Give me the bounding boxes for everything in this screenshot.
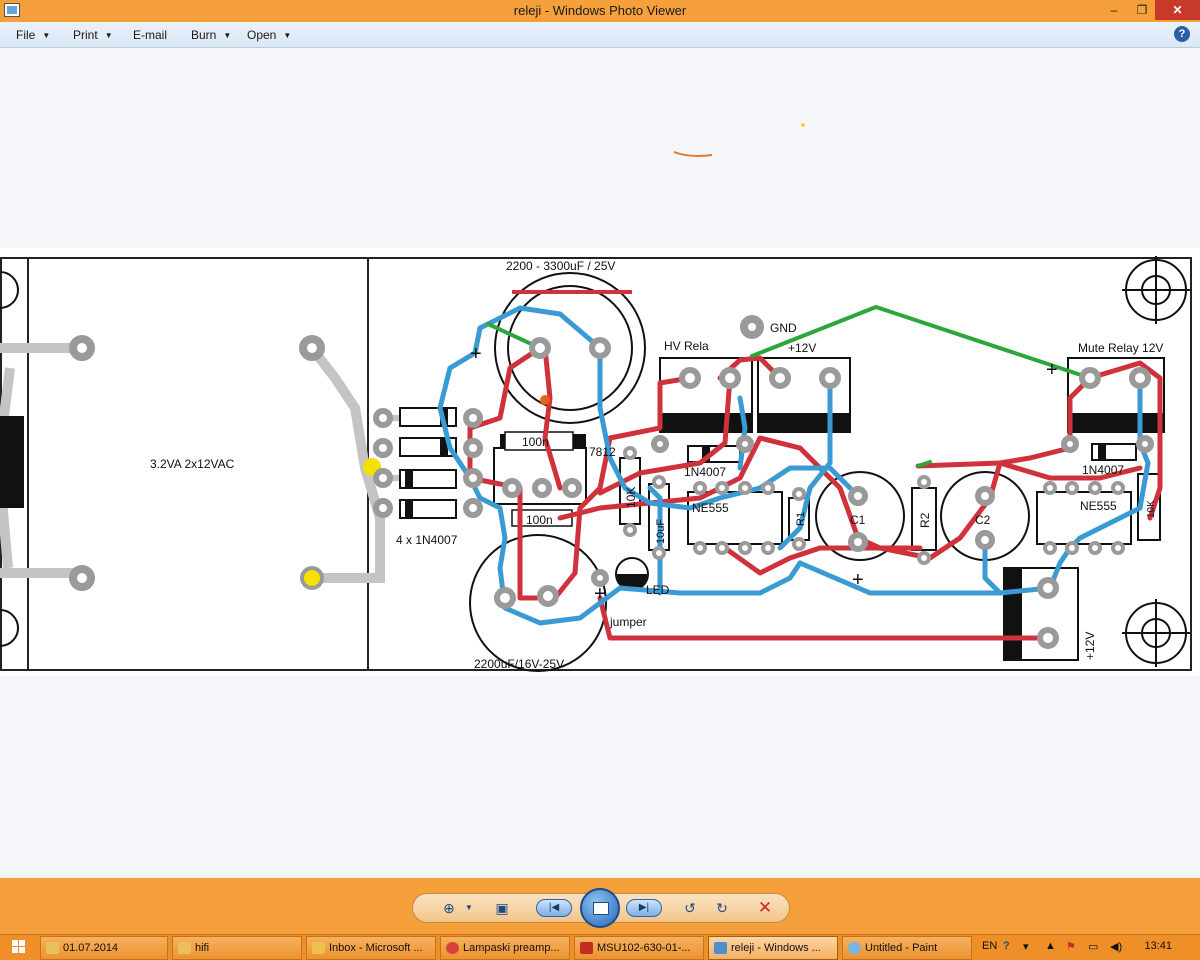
plus-sign-cap-top: + (470, 343, 482, 365)
label-cap-10uf: 10uF (655, 519, 667, 544)
outlook-icon (312, 942, 325, 954)
label-r1: R1 (795, 512, 807, 526)
label-cap-100n-a: 100n (522, 435, 549, 449)
taskbar-item[interactable]: releji - Windows ... (708, 936, 838, 960)
chevron-down-icon: ▼ (223, 31, 232, 40)
plus-sign-c1: + (852, 569, 864, 591)
label-diodes: 4 x 1N4007 (396, 533, 458, 547)
plus-sign-mute-relay: + (1046, 359, 1058, 381)
zoom-icon[interactable]: ⊕ (443, 900, 455, 916)
taskbar-item[interactable]: hifi (172, 936, 302, 960)
label-r2: R2 (918, 512, 932, 528)
title-bar: releji - Windows Photo Viewer – ❐ ✕ (0, 0, 1200, 22)
label-plus12-side: +12V (1083, 632, 1097, 660)
network-icon[interactable]: ▭ (1088, 941, 1099, 953)
chevron-down-icon[interactable]: ▾ (1023, 941, 1029, 953)
flag-icon[interactable]: ⚑ (1066, 941, 1076, 953)
chevron-down-icon: ▼ (42, 31, 51, 40)
taskbar-item[interactable]: Inbox - Microsoft ... (306, 936, 436, 960)
next-button[interactable]: ▶| (626, 899, 662, 917)
label-transformer: 3.2VA 2x12VAC (150, 457, 235, 471)
rotate-left-icon[interactable]: ↺ (684, 900, 696, 916)
actual-size-icon[interactable]: ▣ (495, 900, 509, 916)
pdf-icon (580, 942, 593, 954)
taskbar-item[interactable]: Untitled - Paint (842, 936, 972, 960)
label-hv-relay: HV Rela (664, 339, 709, 353)
windows-start-icon[interactable] (12, 940, 26, 954)
label-diode-2: 1N4007 (1082, 463, 1124, 477)
rotate-right-icon[interactable]: ↻ (716, 900, 728, 916)
menu-print[interactable]: Print▼ (73, 28, 113, 42)
help-icon[interactable]: ? (1174, 26, 1190, 42)
menu-open[interactable]: Open▼ (247, 28, 292, 42)
label-cap-bottom: 2200uF/16V-25V (474, 657, 564, 671)
viewer-controls: ⊕ ▼ ▣ |◀ ▶| ↺ ↻ ✕ (0, 878, 1200, 934)
label-plus12-top: +12V (788, 341, 816, 355)
menu-bar: File▼ Print▼ E-mail Burn▼ Open▼ ? (0, 22, 1200, 48)
chrome-icon (446, 942, 459, 954)
chevron-down-icon: ▼ (104, 31, 113, 40)
label-resistor-10k: 10K (624, 487, 638, 508)
label-cap-top: 2200 - 3300uF / 25V (506, 259, 615, 273)
stray-marks (673, 123, 805, 157)
menu-email[interactable]: E-mail (133, 28, 168, 42)
paint-icon (848, 942, 861, 954)
label-jumper: jumper (609, 615, 647, 629)
window-title: releji - Windows Photo Viewer (513, 3, 687, 18)
taskbar-item[interactable]: 01.07.2014 (40, 936, 168, 960)
photo-viewer-icon (4, 3, 20, 17)
label-ne555-a: NE555 (692, 501, 729, 515)
folder-icon (46, 942, 59, 954)
label-resistor-right: 10K (1146, 500, 1157, 518)
label-ne555-b: NE555 (1080, 499, 1117, 513)
chevron-up-icon[interactable]: ▲ (1045, 940, 1056, 952)
label-mute-relay: Mute Relay 12V (1078, 341, 1163, 355)
pcb-drawing: 2200 - 3300uF / 25V GND HV Rela +12V Mut… (0, 256, 1192, 672)
label-diode-1: 1N4007 (684, 465, 726, 479)
label-gnd: GND (770, 321, 797, 335)
chevron-down-icon: ▼ (283, 31, 292, 40)
close-button[interactable]: ✕ (1155, 0, 1200, 20)
pcb-layout-image: 2200 - 3300uF / 25V GND HV Rela +12V Mut… (0, 248, 1200, 676)
previous-button[interactable]: |◀ (536, 899, 572, 917)
clock[interactable]: 13:41 (1144, 940, 1172, 952)
label-cap-100n-b: 100n (526, 513, 553, 527)
folder-icon (178, 942, 191, 954)
delete-icon[interactable]: ✕ (757, 898, 773, 917)
image-viewer: 2200 - 3300uF / 25V GND HV Rela +12V Mut… (0, 48, 1200, 878)
label-led: LED (646, 583, 670, 597)
language-indicator[interactable]: EN (982, 940, 998, 952)
taskbar: 01.07.2014 hifi Inbox - Microsoft ... La… (0, 934, 1200, 960)
menu-burn[interactable]: Burn▼ (191, 28, 232, 42)
slideshow-button[interactable] (580, 888, 620, 928)
label-c2: C2 (975, 513, 991, 527)
minimize-button[interactable]: – (1110, 3, 1118, 17)
chevron-down-icon[interactable]: ▼ (465, 903, 473, 912)
menu-file[interactable]: File▼ (16, 28, 51, 42)
plus-sign-cap-bottom: + (594, 583, 606, 605)
restore-button[interactable]: ❐ (1136, 3, 1148, 17)
label-c1: C1 (850, 513, 866, 527)
taskbar-item[interactable]: Lampaski preamp... (440, 936, 570, 960)
taskbar-item[interactable]: MSU102-630-01-... (574, 936, 704, 960)
label-regulator: 7812 (589, 445, 616, 459)
volume-icon[interactable]: ◀) (1110, 941, 1123, 953)
photo-viewer-icon (714, 942, 727, 954)
help-tray-icon[interactable]: ? (1003, 940, 1010, 952)
